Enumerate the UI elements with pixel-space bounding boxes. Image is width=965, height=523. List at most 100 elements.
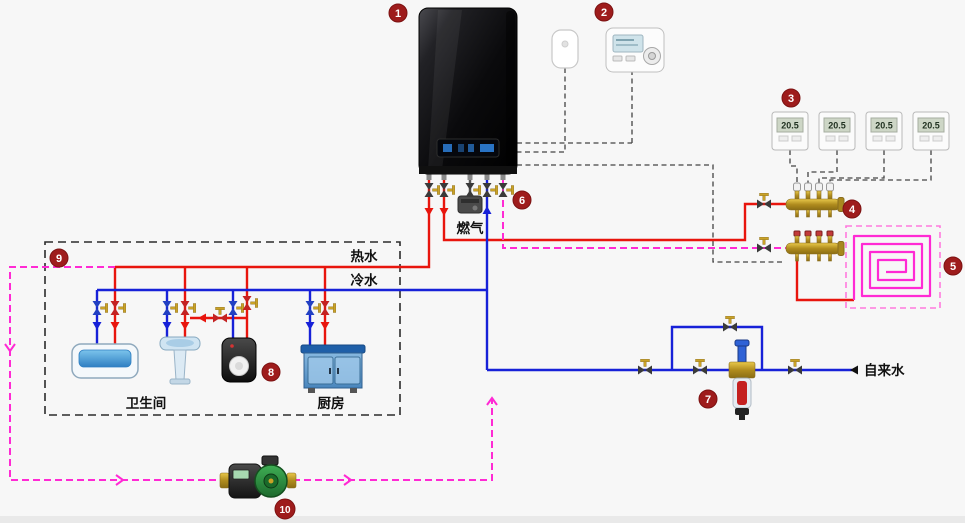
badge-number: 10 [279, 505, 291, 516]
badge-number: 9 [56, 253, 62, 265]
heater-led [230, 344, 234, 348]
cold-water-label: 冷水 [351, 272, 378, 288]
wire-thermostat-2 [807, 150, 838, 183]
remote-screen-line1 [616, 39, 634, 41]
thermostat-3-lcd [870, 117, 898, 133]
return-knob-4 [826, 230, 834, 237]
boiler-display-glyph-4 [480, 144, 494, 152]
sink-pedestal [173, 349, 187, 381]
pipe-heating-return [502, 178, 786, 249]
recirc-arrow-down-icon [4, 343, 16, 353]
manifold-stub [794, 190, 800, 201]
tap-water-label: 自来水 [864, 362, 905, 378]
boiler-sheen [428, 10, 462, 170]
badge-3: 3 [781, 88, 801, 108]
badge-6: 6 [512, 190, 532, 210]
recirc-arrow-right2-icon [343, 474, 353, 486]
recirc-arrow-up-icon [486, 396, 498, 406]
thermostat-2-btn-b [838, 135, 849, 142]
sensor-body [551, 29, 579, 69]
badge-number: 6 [519, 195, 525, 207]
pipe-filter-bypass [670, 325, 764, 370]
manifold-stub [805, 190, 811, 201]
badge-circle [594, 2, 614, 22]
remote-button-2 [625, 55, 636, 62]
thermostat-2: 20.5 [818, 111, 856, 151]
thermostat-2-reading: 20.5 [828, 121, 846, 131]
sink-base [169, 378, 191, 385]
circulation-pump [219, 455, 297, 499]
manifold-stub [817, 253, 821, 262]
return-manifold [785, 230, 845, 262]
return-manifold-endcap [837, 241, 845, 256]
wire-thermostat-4 [829, 150, 932, 183]
badge-circle [512, 190, 532, 210]
thermostat-1-reading: 20.5 [781, 121, 799, 131]
cabinet-handle-right [337, 368, 339, 374]
badge-number: 1 [395, 8, 401, 20]
bathtub [71, 343, 139, 379]
heating-manifolds [785, 182, 845, 262]
thermostat-4-btn-a [919, 135, 930, 142]
boiler-side-shade [506, 11, 515, 171]
pump-display [232, 469, 250, 480]
remote-screen [612, 34, 644, 53]
badge-number: 5 [950, 261, 956, 273]
boiler-display-glyph-1 [443, 144, 452, 152]
badge-circle [698, 389, 718, 409]
pedestal-sink [159, 336, 201, 385]
gas-meter-body [457, 195, 483, 214]
bathtub-water [78, 349, 132, 368]
filter-drain [739, 415, 745, 420]
supply-manifold-body [785, 198, 841, 211]
pump-bolt [268, 478, 274, 484]
badge-4: 4 [842, 199, 862, 219]
actuator-4 [826, 182, 834, 192]
boiler-stub-2 [441, 174, 447, 180]
thermostat-4-btn-b [932, 135, 943, 142]
boiler-stub-4 [484, 174, 490, 180]
pipe-recirc-right [293, 398, 493, 481]
badge-circle [261, 362, 281, 382]
badge-number: 7 [705, 394, 711, 406]
badge-number: 3 [788, 93, 794, 105]
remote-dial-center [648, 52, 656, 60]
badge-8: 8 [261, 362, 281, 382]
badge-10: 10 [274, 498, 296, 520]
manifold-stub [795, 209, 799, 218]
badge-7: 7 [698, 389, 718, 409]
hot-water-label: 热水 [351, 248, 378, 264]
return-knob-2 [804, 230, 812, 237]
gas-label: 燃气 [457, 220, 484, 236]
water-filter [728, 339, 756, 420]
thermostat-1: 20.5 [771, 111, 809, 151]
badge-circle [49, 248, 69, 268]
thermostat-2-lcd [823, 117, 851, 133]
pipe-coil-feed [795, 252, 854, 302]
wire-thermostat-1 [789, 150, 798, 183]
cabinet-door-right [334, 356, 361, 385]
wire-sensor-boiler [517, 68, 566, 153]
manifold-stub [817, 209, 821, 218]
remote-button-1 [612, 55, 623, 62]
page-bottom-strip [0, 516, 965, 523]
thermostat-3-btn-a [872, 135, 883, 142]
filter-knob-cap [734, 339, 750, 347]
badge-number: 4 [849, 204, 856, 216]
gas-meter-dial [472, 205, 478, 211]
pump-terminal-box [261, 455, 279, 466]
badge-9: 9 [49, 248, 69, 268]
badge-5: 5 [943, 256, 963, 276]
thermostat-3-reading: 20.5 [875, 121, 893, 131]
bathroom-kitchen-zone-box [44, 241, 401, 416]
thermostat-1-lcd [776, 117, 804, 133]
badge-circle [943, 256, 963, 276]
pipe-recirc-left [9, 266, 221, 481]
badge-1: 1 [388, 3, 408, 23]
heater-dial-center [235, 362, 243, 370]
badge-circle [388, 3, 408, 23]
sensor-dot [561, 40, 569, 48]
pump-union-left [219, 472, 230, 489]
gas-meter-band [461, 199, 479, 203]
